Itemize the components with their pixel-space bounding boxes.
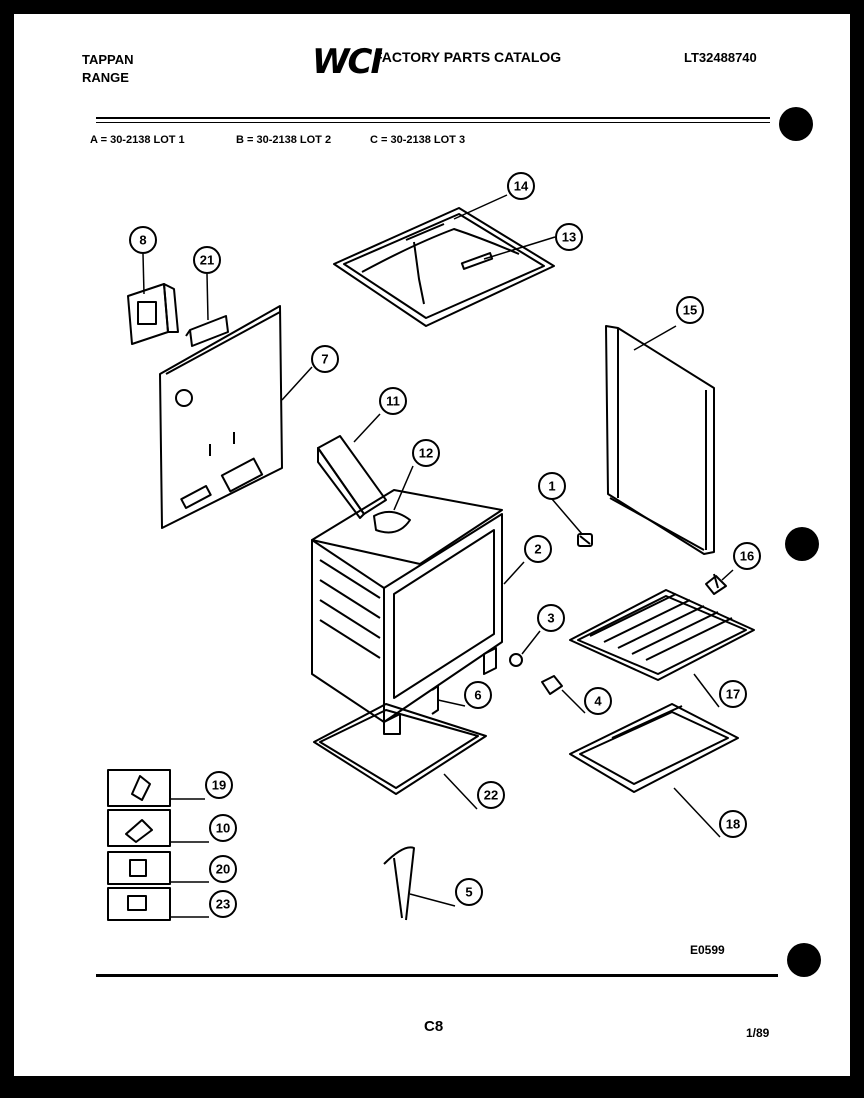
binder-hole-middle bbox=[785, 527, 819, 561]
part-box-10 bbox=[107, 809, 171, 847]
electrode-part bbox=[383, 846, 415, 921]
callout-12: 12 bbox=[419, 446, 433, 461]
cooktop-panel bbox=[333, 207, 555, 327]
part-box-20 bbox=[107, 851, 171, 885]
vent-duct bbox=[317, 435, 387, 519]
callout-circle-12 bbox=[412, 439, 440, 467]
callout-19: 19 bbox=[212, 778, 226, 793]
callout-3: 3 bbox=[547, 611, 554, 626]
callout-11: 11 bbox=[386, 394, 400, 409]
lot-a: A = 30-2138 LOT 1 bbox=[90, 134, 185, 146]
callout-circle-13 bbox=[555, 223, 583, 251]
callout-circle-20 bbox=[209, 855, 237, 883]
callout-22: 22 bbox=[484, 788, 498, 803]
bottom-panel bbox=[313, 703, 487, 795]
callout-circle-7 bbox=[311, 345, 339, 373]
lot-b: B = 30-2138 LOT 2 bbox=[236, 134, 332, 146]
callout-17: 17 bbox=[726, 687, 740, 702]
lot-c: C = 30-2138 LOT 3 bbox=[370, 134, 466, 146]
clip-part bbox=[705, 573, 727, 595]
oven-rack bbox=[569, 589, 755, 681]
callout-1: 1 bbox=[548, 479, 555, 494]
callout-circle-22 bbox=[477, 781, 505, 809]
callout-circle-23 bbox=[209, 890, 237, 918]
leader-lines bbox=[142, 194, 734, 918]
binder-hole-top bbox=[779, 107, 813, 141]
revision-date: 1/89 bbox=[746, 1026, 770, 1040]
callout-7: 7 bbox=[321, 352, 328, 367]
callout-circle-10 bbox=[209, 814, 237, 842]
callout-circle-2 bbox=[524, 535, 552, 563]
binder-hole-bottom bbox=[787, 943, 821, 977]
callout-circle-4 bbox=[584, 687, 612, 715]
callout-circle-11 bbox=[379, 387, 407, 415]
callout-circle-17 bbox=[719, 680, 747, 708]
callout-circle-18 bbox=[719, 810, 747, 838]
brand-line-2: RANGE bbox=[82, 70, 129, 85]
callout-2: 2 bbox=[534, 542, 541, 557]
callout-circle-14 bbox=[507, 172, 535, 200]
drawing-code: E0599 bbox=[690, 943, 725, 957]
oven-body bbox=[311, 489, 503, 735]
header-rule bbox=[96, 117, 770, 119]
brand-line-1: TAPPAN bbox=[82, 52, 134, 67]
callout-21: 21 bbox=[200, 253, 214, 268]
exploded-parts-diagram: 14 13 8 21 7 11 12 15 1 2 16 3 4 6 17 22… bbox=[96, 107, 821, 977]
bracket-small bbox=[431, 685, 439, 715]
side-panel bbox=[605, 325, 715, 555]
footer-rule bbox=[96, 974, 778, 977]
part-box-19 bbox=[107, 769, 171, 807]
callout-20: 20 bbox=[216, 862, 230, 877]
callout-circle-21 bbox=[193, 246, 221, 274]
callout-10: 10 bbox=[216, 821, 230, 836]
callout-15: 15 bbox=[683, 303, 697, 318]
back-panel bbox=[159, 305, 283, 529]
callout-14: 14 bbox=[514, 179, 529, 194]
callout-4: 4 bbox=[594, 694, 602, 709]
callout-circle-15 bbox=[676, 296, 704, 324]
callout-circle-3 bbox=[537, 604, 565, 632]
part-box-23 bbox=[107, 887, 171, 921]
part-number: LT32488740 bbox=[684, 50, 757, 65]
callout-5: 5 bbox=[465, 885, 472, 900]
catalog-title: FACTORY PARTS CATALOG bbox=[374, 49, 562, 65]
callout-circle-6 bbox=[464, 681, 492, 709]
callout-circle-5 bbox=[455, 878, 483, 906]
broiler-pan bbox=[569, 703, 739, 793]
header-rule-thin bbox=[96, 122, 770, 123]
parts-sheet: TAPPAN RANGE WCI FACTORY PARTS CATALOG L… bbox=[14, 14, 850, 1076]
igniter-part bbox=[509, 653, 523, 667]
callout-23: 23 bbox=[216, 897, 230, 912]
callout-circle-8 bbox=[129, 226, 157, 254]
callout-16: 16 bbox=[740, 549, 754, 564]
valve-part bbox=[541, 675, 563, 695]
page-code: C8 bbox=[424, 1018, 444, 1035]
callout-circle-1 bbox=[538, 472, 566, 500]
wci-logo: WCI bbox=[312, 42, 383, 82]
knob-part bbox=[577, 533, 593, 547]
callout-18: 18 bbox=[726, 817, 740, 832]
callout-13: 13 bbox=[562, 230, 576, 245]
callout-8: 8 bbox=[139, 233, 146, 248]
bracket-part bbox=[185, 315, 229, 347]
callout-circle-19 bbox=[205, 771, 233, 799]
callout-6: 6 bbox=[474, 688, 481, 703]
switch-part bbox=[127, 283, 179, 345]
callout-circle-16 bbox=[733, 542, 761, 570]
